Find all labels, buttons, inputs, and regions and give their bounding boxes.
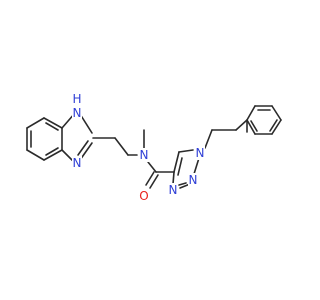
bond bbox=[114, 137, 129, 156]
bond bbox=[246, 105, 256, 121]
bond bbox=[235, 119, 248, 131]
atom-n-ring: N bbox=[72, 156, 82, 170]
bond bbox=[45, 147, 59, 156]
bond bbox=[193, 157, 200, 175]
atom-n2-triazole: N bbox=[188, 173, 198, 187]
atom-label-backdrop bbox=[139, 189, 149, 203]
bond bbox=[26, 117, 45, 129]
atom-label: H bbox=[72, 92, 81, 106]
bond bbox=[43, 117, 63, 129]
bond bbox=[271, 119, 282, 135]
atom-label-backdrop bbox=[188, 173, 198, 187]
atom-label-backdrop bbox=[72, 156, 82, 170]
bond bbox=[145, 171, 155, 186]
atom-label-backdrop bbox=[195, 146, 205, 160]
bond bbox=[149, 174, 159, 189]
atom-label: N bbox=[189, 173, 198, 187]
atom-nh-ring: N bbox=[72, 106, 82, 120]
atom-o-carbonyl: O bbox=[139, 189, 149, 203]
atom-label: N bbox=[73, 106, 82, 120]
atom-label-backdrop bbox=[168, 183, 178, 197]
bond bbox=[269, 119, 278, 132]
atom-n-amide: N bbox=[139, 148, 149, 162]
bond bbox=[147, 161, 157, 173]
bond bbox=[246, 119, 256, 135]
bond bbox=[173, 151, 180, 173]
bond bbox=[43, 149, 63, 161]
bond bbox=[178, 149, 194, 153]
atom-n1-triazole: N bbox=[195, 146, 205, 160]
atom-label-backdrop bbox=[72, 106, 82, 120]
bond bbox=[172, 171, 175, 185]
atom-label-backdrop bbox=[72, 92, 82, 106]
bond bbox=[250, 120, 258, 132]
bond bbox=[45, 122, 59, 131]
atom-label: N bbox=[169, 183, 178, 197]
bond bbox=[77, 140, 89, 156]
bond bbox=[204, 129, 213, 149]
bond bbox=[177, 157, 183, 176]
atom-nh-h: H bbox=[72, 92, 82, 106]
bond bbox=[178, 182, 187, 186]
atom-label: N bbox=[196, 146, 205, 160]
bond bbox=[26, 149, 45, 161]
atom-label: N bbox=[140, 148, 149, 162]
bond bbox=[271, 105, 282, 121]
atom-label: O bbox=[139, 189, 148, 203]
atom-label-backdrop bbox=[139, 148, 149, 162]
atom-n3-triazole: N bbox=[168, 183, 178, 197]
atom-label: N bbox=[73, 156, 82, 170]
